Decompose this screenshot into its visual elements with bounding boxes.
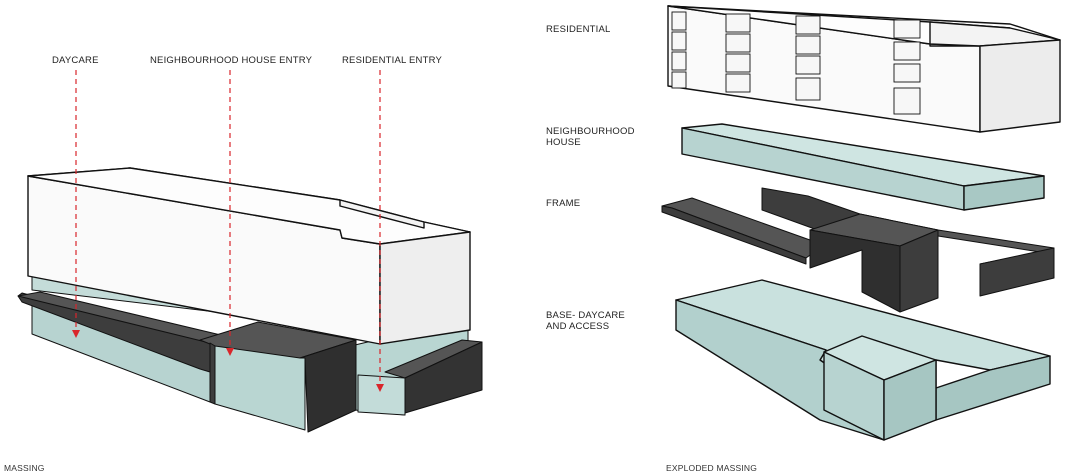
window-stack-4: [893, 19, 921, 115]
residential-mass-side: [379, 231, 471, 345]
window-stack-2: [725, 13, 751, 93]
base-label-1: BASE- DAYCARE: [546, 310, 625, 321]
frame-canopy-edge: [209, 342, 216, 405]
base-label-2: AND ACCESS: [546, 321, 609, 332]
residential-lobby: [357, 374, 406, 416]
daycare-volume-side: [883, 359, 937, 441]
entry-pavilion: [214, 344, 306, 431]
window-stack-3: [795, 15, 821, 101]
residential-label: RESIDENTIAL: [546, 24, 611, 35]
frame-centre-side: [899, 229, 939, 313]
exploded-residential: [667, 5, 1061, 133]
residential-entry-label: RESIDENTIAL ENTRY: [342, 55, 442, 66]
frame-canopy-front: [299, 339, 357, 433]
neighbourhood-house-label-2: HOUSE: [546, 137, 581, 148]
nh-side: [963, 175, 1045, 211]
massing-view: DAYCARE NEIGHBOURHOOD HOUSE ENTRY RESIDE…: [4, 55, 483, 473]
window-stack-1: [671, 11, 687, 89]
daycare-label: DAYCARE: [52, 55, 99, 66]
exploded-base: [675, 279, 1051, 441]
massing-caption: MASSING: [4, 463, 45, 473]
exploded-view: RESIDENTIAL NEIGHBOURHOOD HOUSE FRAME BA…: [546, 5, 1061, 473]
exploded-frame: [661, 187, 1055, 313]
residential-step-riser: [339, 199, 425, 229]
residential-block-side: [979, 39, 1061, 133]
neighbourhood-entry-label: NEIGHBOURHOOD HOUSE ENTRY: [150, 55, 313, 66]
neighbourhood-house-label-1: NEIGHBOURHOOD: [546, 126, 635, 137]
exploded-caption: EXPLODED MASSING: [666, 463, 757, 473]
frame-right-front: [404, 341, 483, 414]
frame-label: FRAME: [546, 198, 580, 209]
frame-right-leg: [979, 247, 1055, 297]
exploded-neighbourhood-house: [681, 123, 1045, 211]
frame-left-leg: [661, 205, 807, 265]
